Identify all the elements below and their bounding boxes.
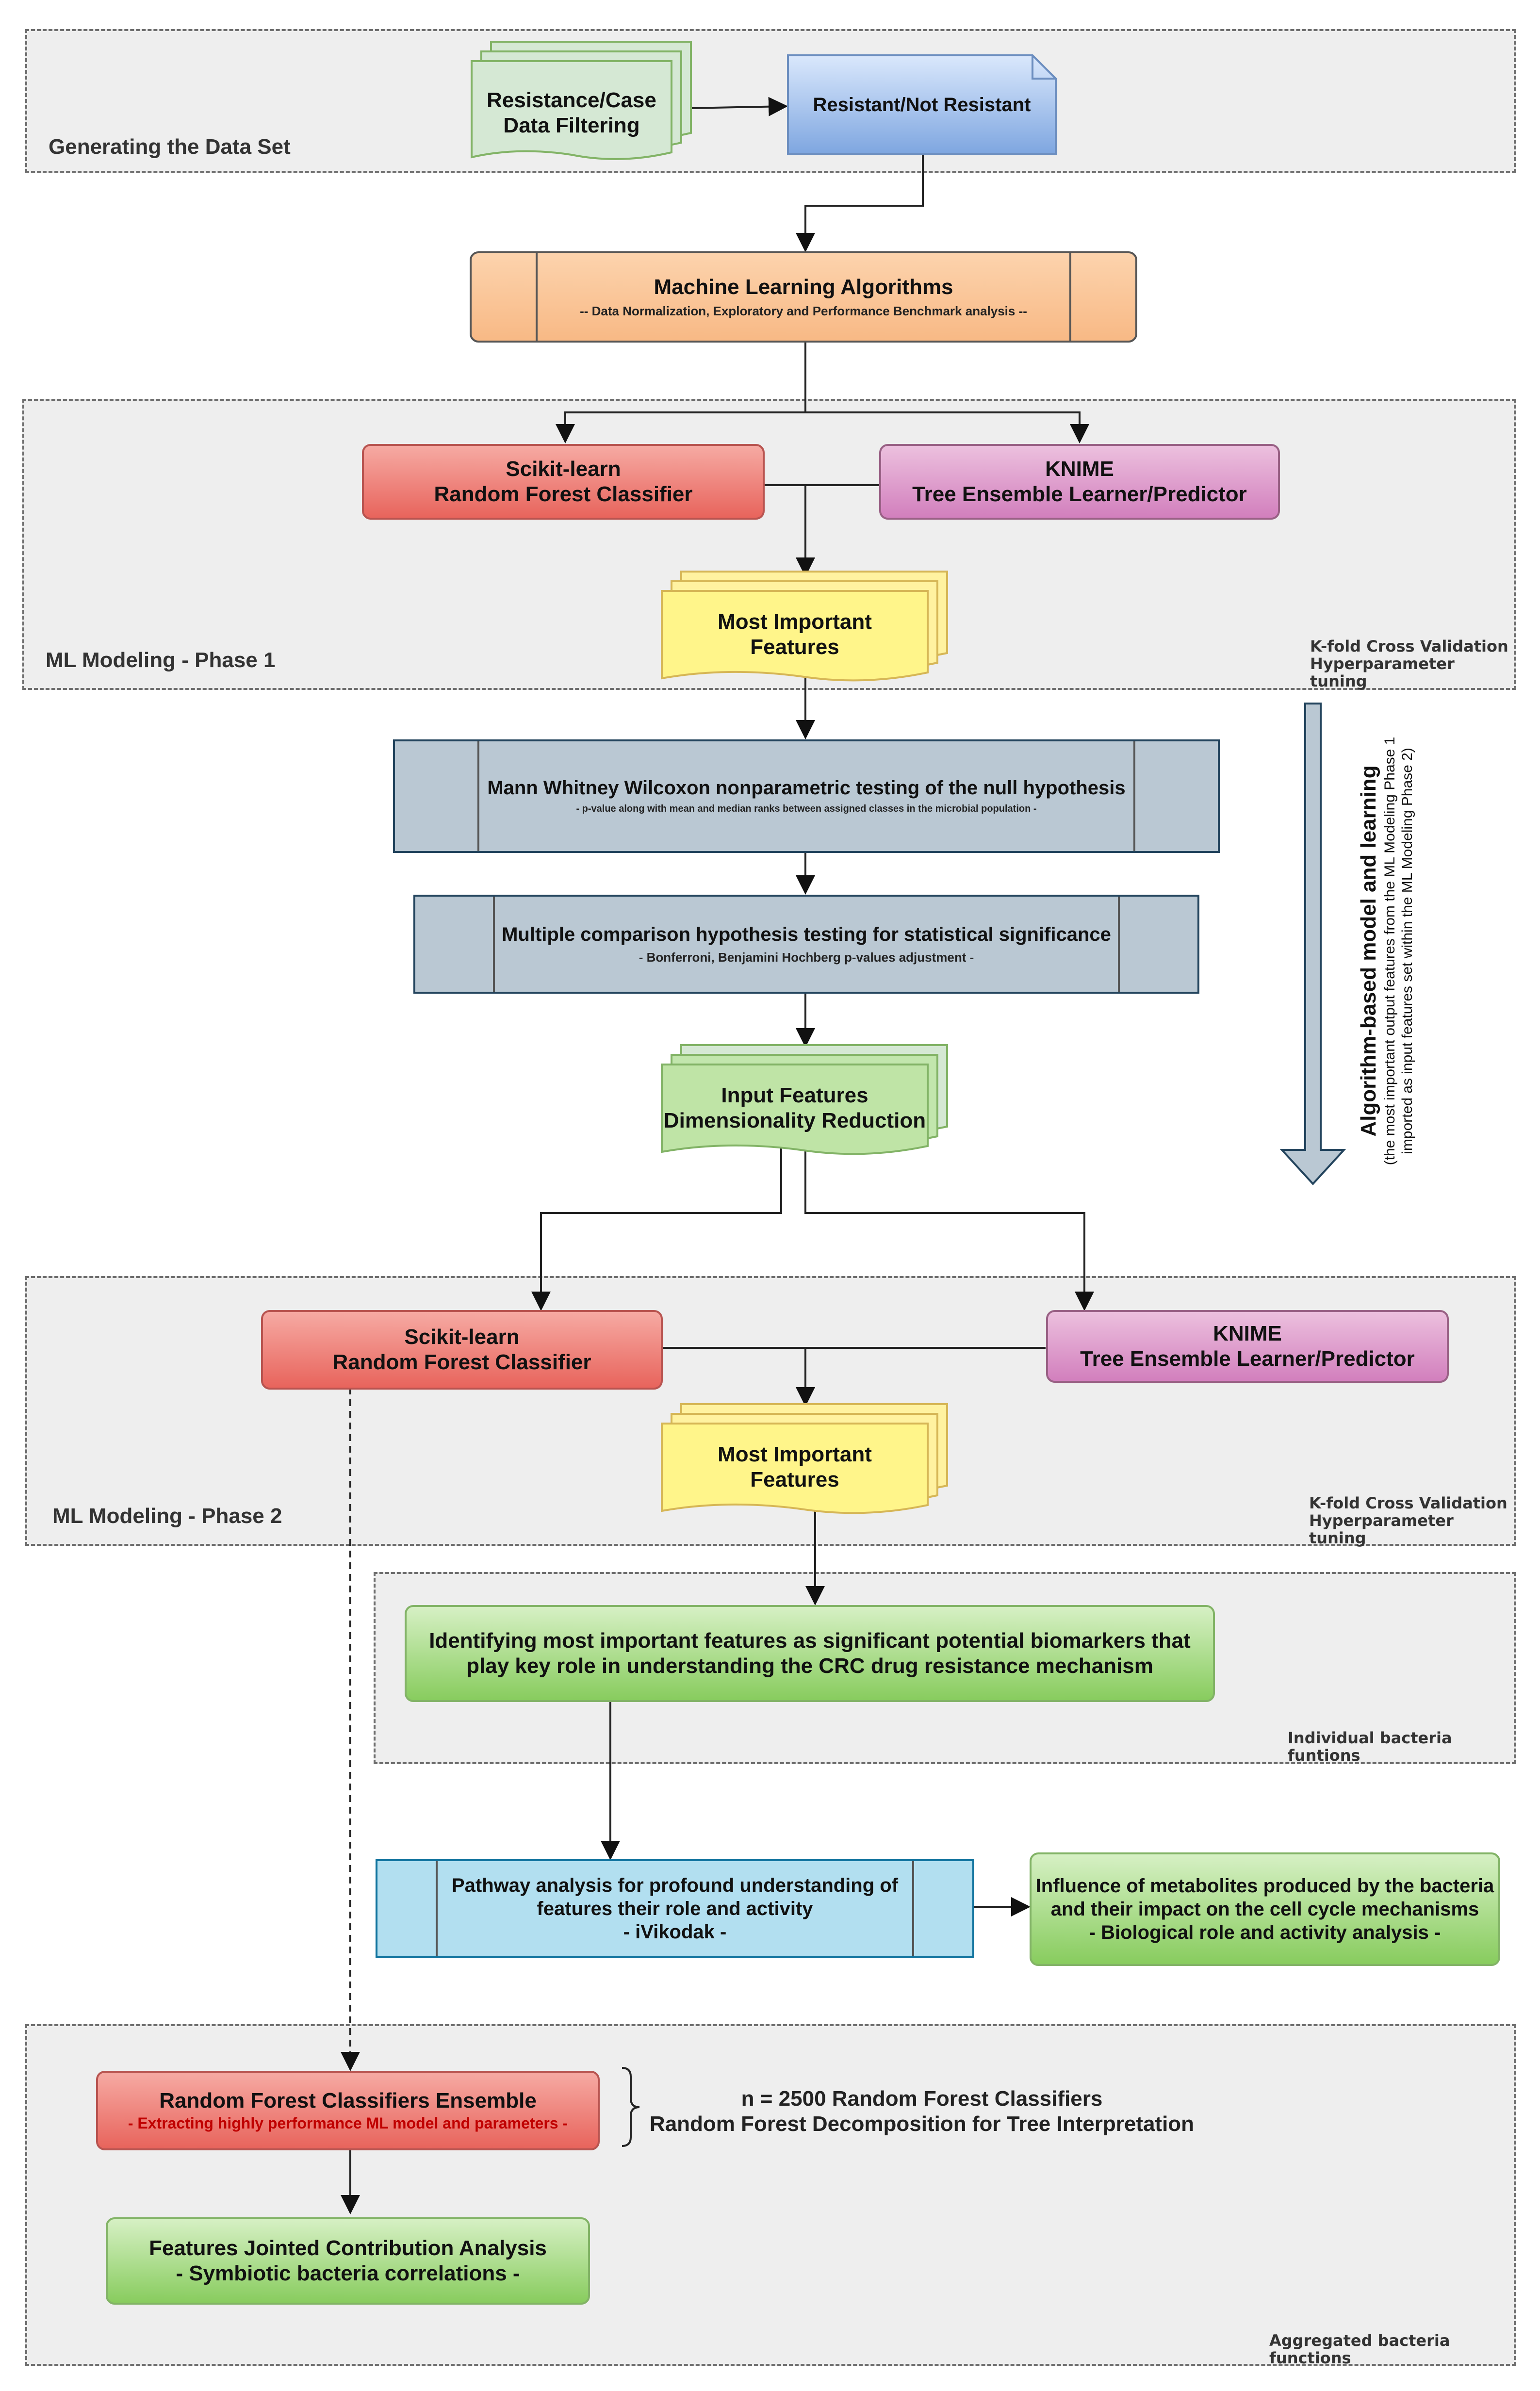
- ml-algorithms-process: Machine Learning Algorithms -- Data Norm…: [470, 251, 1137, 343]
- sklearn-rf-classifier-phase1: Scikit-learn Random Forest Classifier: [362, 444, 765, 520]
- group-label: Generating the Data Set: [49, 135, 291, 159]
- group-note: Aggregated bacteria functions: [1269, 2331, 1450, 2367]
- group-note: K-fold Cross Validation Hyperparameter t…: [1309, 1494, 1507, 1547]
- brace-annotation: n = 2500 Random Forest Classifiers Rando…: [649, 2087, 1195, 2136]
- resistant-note: Resistant/Not Resistant: [787, 54, 1057, 155]
- knime-tree-ensemble-phase1: KNIME Tree Ensemble Learner/Predictor: [879, 444, 1280, 520]
- input-features-multidoc: Input Features Dimensionality Reduction: [660, 1044, 949, 1157]
- edge-input-to-knime2: [804, 1145, 1094, 1311]
- identifying-biomarkers: Identifying most important features as s…: [405, 1605, 1215, 1702]
- pathway-analysis-process: Pathway analysis for profound understand…: [376, 1859, 974, 1958]
- rf-classifiers-ensemble: Random Forest Classifiers Ensemble - Ext…: [96, 2071, 600, 2150]
- edge-ml-to-sklearn1: [556, 342, 806, 443]
- influence-of-metabolites: Influence of metabolites produced by the…: [1030, 1852, 1500, 1966]
- edge-ml-to-knime1: [804, 342, 1089, 443]
- knime-tree-ensemble-phase2: KNIME Tree Ensemble Learner/Predictor: [1046, 1310, 1449, 1383]
- most-important-features-phase2: Most Important Features: [660, 1403, 949, 1516]
- most-important-features-phase1: Most Important Features: [660, 571, 949, 683]
- data-filtering-multidoc: Resistance/Case Data Filtering: [470, 41, 693, 163]
- multiple-comparison-process: Multiple comparison hypothesis testing f…: [413, 895, 1199, 994]
- sklearn-rf-classifier-phase2: Scikit-learn Random Forest Classifier: [261, 1310, 663, 1390]
- group-label: ML Modeling - Phase 1: [46, 648, 276, 672]
- edge-input-to-sklearn2: [531, 1145, 782, 1311]
- mann-whitney-wilcoxon-process: Mann Whitney Wilcoxon nonparametric test…: [393, 739, 1220, 853]
- side-arrow-shape: [1279, 703, 1346, 1185]
- group-note: K-fold Cross Validation Hyperparameter t…: [1310, 637, 1508, 690]
- edge-sklearn1-to-features1: [764, 484, 815, 577]
- group-label: ML Modeling - Phase 2: [52, 1504, 282, 1528]
- edge-sklearn2-to-features2: [662, 1347, 815, 1407]
- edge-filtering-to-resistant: [688, 97, 788, 116]
- edge-resistant-to-ml: [796, 154, 924, 252]
- side-arrow-label: Algorithm-based model and learning (the …: [1357, 737, 1415, 1165]
- features-jointed-contribution: Features Jointed Contribution Analysis -…: [106, 2217, 590, 2305]
- group-note: Individual bacteria funtions: [1288, 1729, 1452, 1765]
- brace: [622, 2067, 640, 2147]
